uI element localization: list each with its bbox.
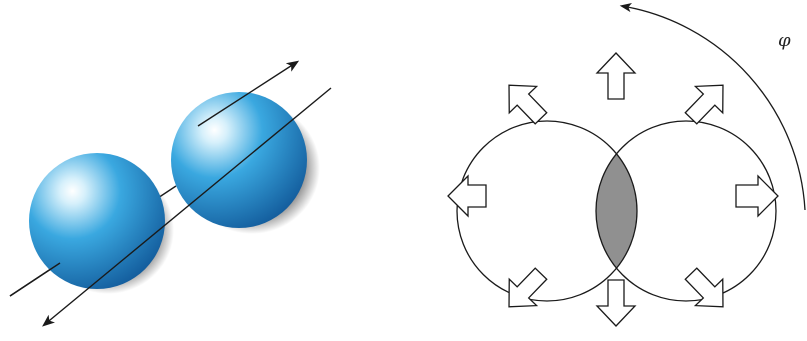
left-panel — [10, 62, 331, 325]
beam-line-lower-front — [10, 263, 60, 296]
azimuth-angle-label: φ — [778, 30, 791, 51]
overlap-region — [596, 121, 776, 301]
flow-arrow-down — [597, 280, 635, 326]
flow-arrow-left — [448, 176, 486, 216]
flow-arrow-up-left — [495, 72, 554, 131]
sphere-lower — [29, 153, 165, 289]
sphere-upper — [171, 92, 307, 228]
flow-arrow-up — [597, 53, 635, 99]
right-panel: φ — [448, 6, 805, 326]
flow-arrow-up-right — [677, 72, 736, 131]
